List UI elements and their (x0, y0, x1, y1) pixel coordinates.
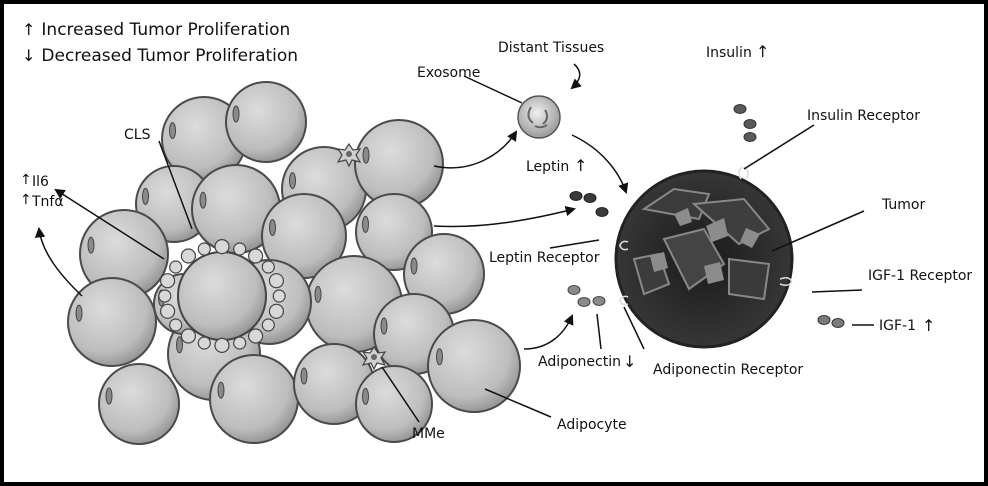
adipocyte-nucleus (269, 219, 276, 237)
cls-immune-cell (160, 273, 176, 289)
tnfa-indicator: ↑ (20, 192, 32, 208)
adiponectin-label: Adiponectin (538, 354, 621, 370)
tumor-label: Tumor (881, 197, 926, 213)
tumor-adipose-diagram: CLS ↑ Il6 ↑ Tnfα Exosome Distant Tissues… (20, 40, 972, 445)
cls-immune-cell (214, 337, 230, 353)
cls-immune-cell (169, 318, 183, 332)
mme-macrophage (336, 142, 387, 371)
insulin-label: Insulin (706, 45, 752, 61)
exosome (517, 95, 561, 139)
distant-tissues-label: Distant Tissues (498, 40, 604, 56)
cls-adipocyte (177, 251, 267, 341)
leptin-indicator: ↑ (574, 156, 587, 175)
adipocyte-cluster (67, 81, 521, 445)
insulin-receptor-label: Insulin Receptor (807, 108, 920, 124)
cls-label: CLS (124, 127, 151, 143)
cls-immune-cell (248, 328, 264, 344)
down-arrow-icon: ↓ (22, 46, 36, 65)
tumor (614, 166, 794, 349)
adipocyte-cell (427, 319, 521, 413)
cls-immune-cell (272, 289, 286, 303)
igf1-label: IGF-1 (879, 318, 916, 334)
tnfa-label: Tnfα (31, 194, 64, 210)
insulin-molecules (733, 104, 757, 142)
adipocyte-nucleus (289, 172, 296, 190)
up-arrow-icon: ↑ (22, 20, 36, 39)
adipocyte-nucleus (176, 336, 183, 354)
cls-immune-cell (214, 239, 230, 255)
adipocyte-nucleus (300, 367, 308, 385)
adipocyte-cell (355, 365, 433, 443)
connector-lines (34, 63, 874, 423)
adipocyte-nucleus (314, 285, 322, 303)
il6-label: Il6 (32, 174, 49, 190)
cls-immune-cell (180, 248, 196, 264)
cls-immune-cell (268, 273, 284, 289)
leptin-label: Leptin (526, 159, 569, 175)
igf1-indicator: ↑ (922, 316, 935, 335)
il6-indicator: ↑ (20, 172, 32, 188)
adipocyte-nucleus (199, 191, 207, 209)
igf1-receptor-label: IGF-1 Receptor (868, 268, 972, 284)
cls-immune-cell (169, 260, 183, 274)
cls-immune-cell (233, 242, 247, 256)
adipocyte-nucleus (436, 348, 443, 366)
cls-immune-cell (261, 260, 275, 274)
crown-like-structure (158, 239, 286, 353)
adipocyte-nucleus (87, 236, 95, 254)
adipocyte-nucleus (105, 387, 113, 405)
cls-immune-cell (197, 336, 211, 350)
legend-decreased-text: Decreased Tumor Proliferation (41, 46, 299, 66)
cls-immune-cell (180, 328, 196, 344)
adipocyte-nucleus (362, 387, 369, 405)
exosome-label: Exosome (417, 65, 480, 81)
insulin-indicator: ↑ (756, 42, 769, 61)
legend-increased: ↑ Increased Tumor Proliferation (22, 20, 290, 40)
cls-immune-cell (233, 336, 247, 350)
leptin-molecules (569, 191, 609, 217)
adiponectin-molecules (567, 285, 606, 307)
cls-immune-cell (197, 242, 211, 256)
cls-immune-cell (160, 303, 176, 319)
adipocyte-cell (98, 363, 180, 445)
cls-immune-cell (268, 303, 284, 319)
adipocyte-nucleus (410, 257, 418, 275)
cls-immune-cell (261, 318, 275, 332)
adipocyte-nucleus (362, 215, 369, 233)
cls-immune-cell (158, 289, 172, 303)
adipocyte-nucleus (380, 317, 388, 335)
adipocyte-nucleus (75, 304, 83, 322)
leptin-receptor-label: Leptin Receptor (489, 250, 600, 266)
adipocyte-nucleus (362, 146, 370, 164)
adipocyte-cell (67, 277, 157, 367)
adiponectin-indicator: ↓ (623, 352, 636, 371)
adipocyte-nucleus (169, 122, 176, 140)
adipocyte-cell (209, 354, 299, 444)
legend-decreased: ↓ Decreased Tumor Proliferation (22, 46, 298, 66)
adipocyte-label: Adipocyte (557, 417, 627, 433)
mme-label: MMe (412, 426, 445, 442)
adipocyte-nucleus (232, 105, 240, 123)
cls-immune-cell (248, 248, 264, 264)
adipocyte-nucleus (142, 187, 149, 205)
adipocyte-nucleus (217, 381, 225, 399)
igf1-molecules (817, 315, 845, 328)
adipocyte-cell (225, 81, 307, 163)
legend-increased-text: Increased Tumor Proliferation (41, 20, 291, 40)
adiponectin-receptor-label: Adiponectin Receptor (653, 362, 803, 378)
